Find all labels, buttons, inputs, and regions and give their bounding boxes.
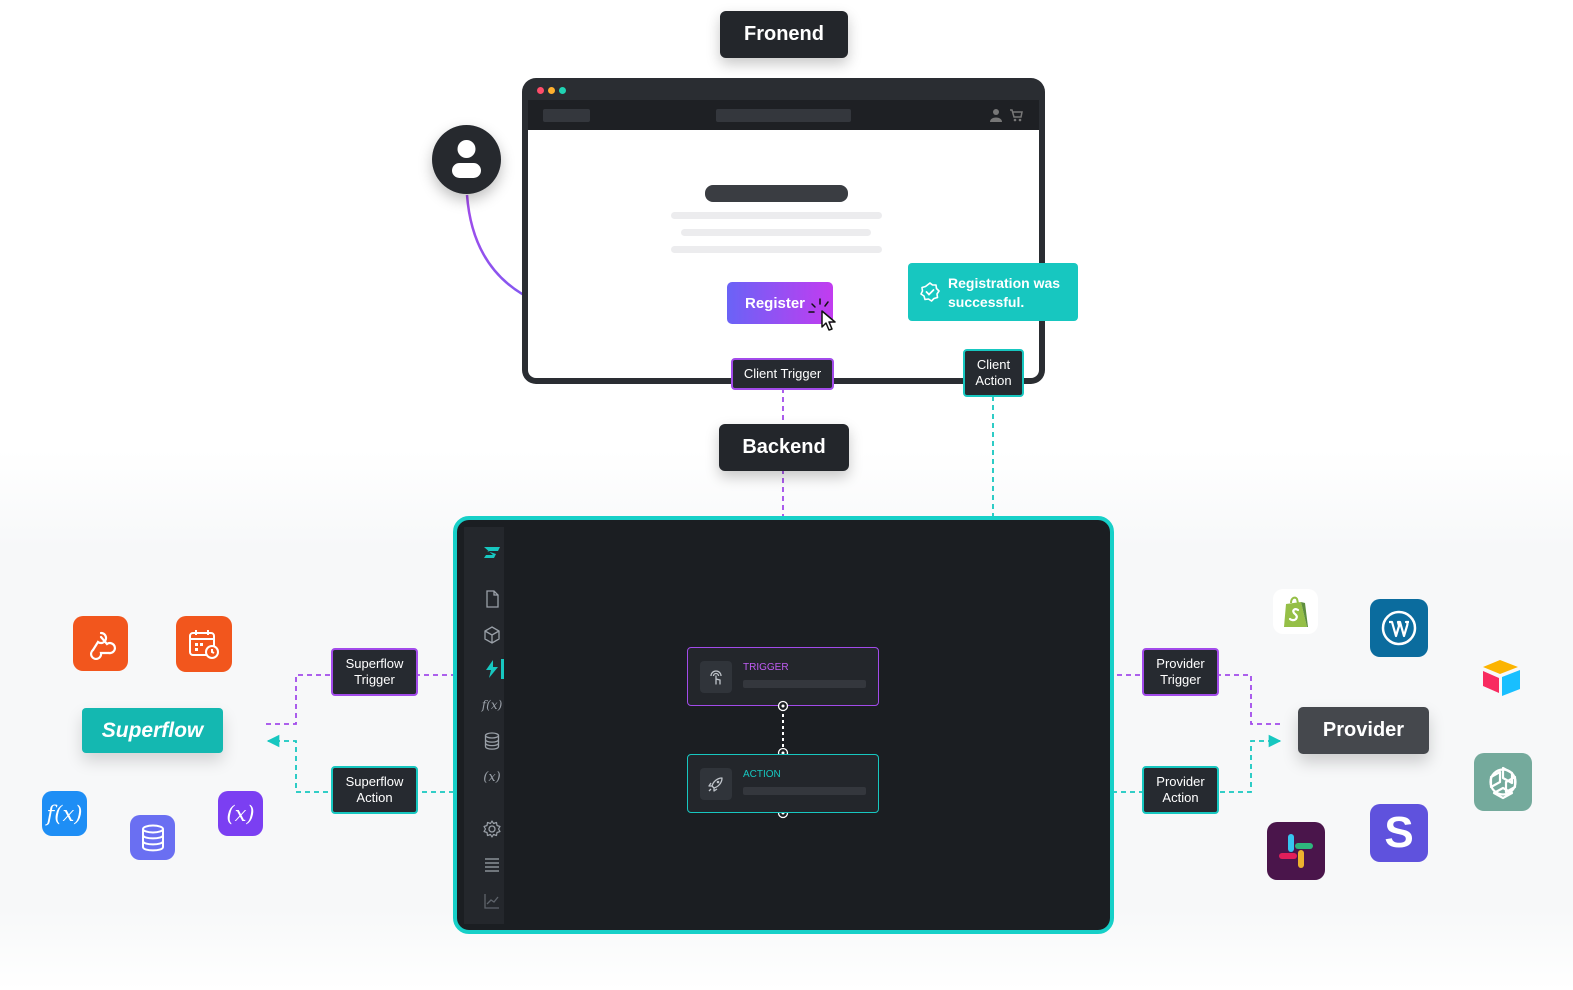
browser-window	[522, 78, 1045, 384]
backend-label: Backend	[719, 424, 849, 471]
content-line-placeholder	[681, 229, 871, 236]
database-icon	[141, 824, 164, 851]
window-close-dot[interactable]	[537, 87, 544, 94]
list-icon[interactable]	[482, 855, 502, 875]
active-indicator	[501, 659, 504, 679]
shopify-tile	[1273, 589, 1318, 634]
database-icon[interactable]	[482, 731, 502, 751]
mouse-cursor-icon	[808, 298, 836, 331]
action-node-placeholder	[743, 787, 866, 795]
airtable-tile	[1478, 656, 1524, 698]
window-maximize-dot[interactable]	[559, 87, 566, 94]
openai-icon	[1489, 766, 1517, 800]
variable-tile: (x)	[218, 791, 263, 836]
person-icon	[452, 140, 481, 178]
superflow-action-label-line1: Superflow	[345, 774, 404, 789]
variable-icon[interactable]: (x)	[483, 769, 501, 785]
client-action-tag: Client Action	[963, 349, 1024, 397]
action-node-icon-box	[700, 768, 732, 800]
document-icon[interactable]	[482, 589, 502, 609]
wordpress-tile	[1370, 599, 1428, 657]
trigger-node-placeholder	[743, 680, 866, 688]
database-tile	[130, 815, 175, 860]
user-avatar[interactable]	[432, 125, 501, 194]
superflow-editor-panel: f(x) (x)	[453, 516, 1114, 934]
content-line-placeholder	[671, 212, 882, 219]
trigger-node-title: TRIGGER	[743, 662, 789, 673]
check-badge-icon	[920, 282, 940, 302]
airtable-icon	[1483, 660, 1520, 696]
client-trigger-tag: Client Trigger	[731, 358, 834, 390]
slack-icon	[1279, 834, 1313, 868]
variable-icon: (x)	[226, 801, 255, 826]
cart-icon[interactable]	[1009, 108, 1023, 122]
superflow-trigger-label-line1: Superflow	[345, 656, 404, 671]
calendar-tile	[176, 616, 232, 672]
superflow-action-line	[266, 734, 688, 793]
content-line-placeholder	[671, 246, 882, 253]
success-toast: Registration was successful.	[908, 263, 1078, 321]
frontend-label: Fronend	[720, 11, 848, 58]
navbar-search-placeholder	[716, 109, 851, 122]
browser-navbar	[528, 100, 1039, 130]
gear-icon[interactable]	[482, 819, 502, 839]
provider-action-label-line1: Provider	[1156, 774, 1205, 789]
calendar-clock-icon	[189, 630, 219, 659]
register-button-label: Register	[744, 294, 806, 312]
trigger-node[interactable]: TRIGGER	[687, 647, 879, 706]
superflow-logo-icon[interactable]	[482, 543, 502, 563]
function-icon[interactable]: f(x)	[481, 698, 503, 712]
content-title-placeholder	[705, 185, 848, 202]
user-icon[interactable]	[990, 108, 1002, 122]
cube-icon[interactable]	[482, 625, 502, 645]
slack-tile	[1267, 822, 1325, 880]
superflow-action-tag: Superflow Action	[331, 766, 418, 814]
superflow-action-label-line2: Action	[356, 790, 393, 805]
provider-action-line	[878, 734, 1282, 793]
window-minimize-dot[interactable]	[548, 87, 555, 94]
provider-action-label-line2: Action	[1162, 790, 1199, 805]
stripe-icon: S	[1384, 808, 1414, 857]
superflow-trigger-tag: Superflow Trigger	[331, 648, 418, 696]
success-message-text: Registration was successful.	[948, 275, 1061, 310]
stripe-tile: S	[1370, 804, 1428, 862]
webhook-tile	[73, 616, 128, 671]
provider-trigger-label-line1: Provider	[1156, 656, 1205, 671]
client-action-label-line2: Action	[975, 373, 1012, 388]
tap-gesture-icon	[710, 670, 722, 685]
bolt-icon[interactable]	[482, 659, 502, 679]
provider-box: Provider	[1298, 707, 1429, 754]
provider-trigger-tag: Provider Trigger	[1142, 648, 1219, 696]
chart-icon[interactable]	[482, 891, 502, 911]
navbar-logo-placeholder	[543, 109, 590, 122]
editor-sidebar: f(x) (x)	[464, 527, 504, 924]
action-node[interactable]: ACTION	[687, 754, 879, 813]
action-node-title: ACTION	[743, 769, 781, 780]
superflow-logo: Superflow	[82, 708, 223, 753]
browser-content	[528, 130, 1039, 378]
webhook-icon	[89, 631, 116, 660]
rocket-icon	[708, 777, 723, 792]
function-tile: f(x)	[42, 791, 87, 836]
client-action-label-line1: Client	[976, 357, 1011, 372]
superflow-trigger-label-line2: Trigger	[354, 672, 395, 687]
provider-trigger-label-line2: Trigger	[1160, 672, 1201, 687]
provider-action-tag: Provider Action	[1142, 766, 1219, 814]
client-trigger-label: Client Trigger	[743, 366, 822, 381]
function-icon: f(x)	[46, 801, 83, 826]
openai-tile	[1474, 753, 1532, 811]
trigger-node-icon-box	[700, 661, 732, 693]
shopify-icon	[1283, 596, 1308, 627]
wordpress-icon	[1381, 610, 1417, 646]
register-button[interactable]: Register	[727, 282, 833, 324]
